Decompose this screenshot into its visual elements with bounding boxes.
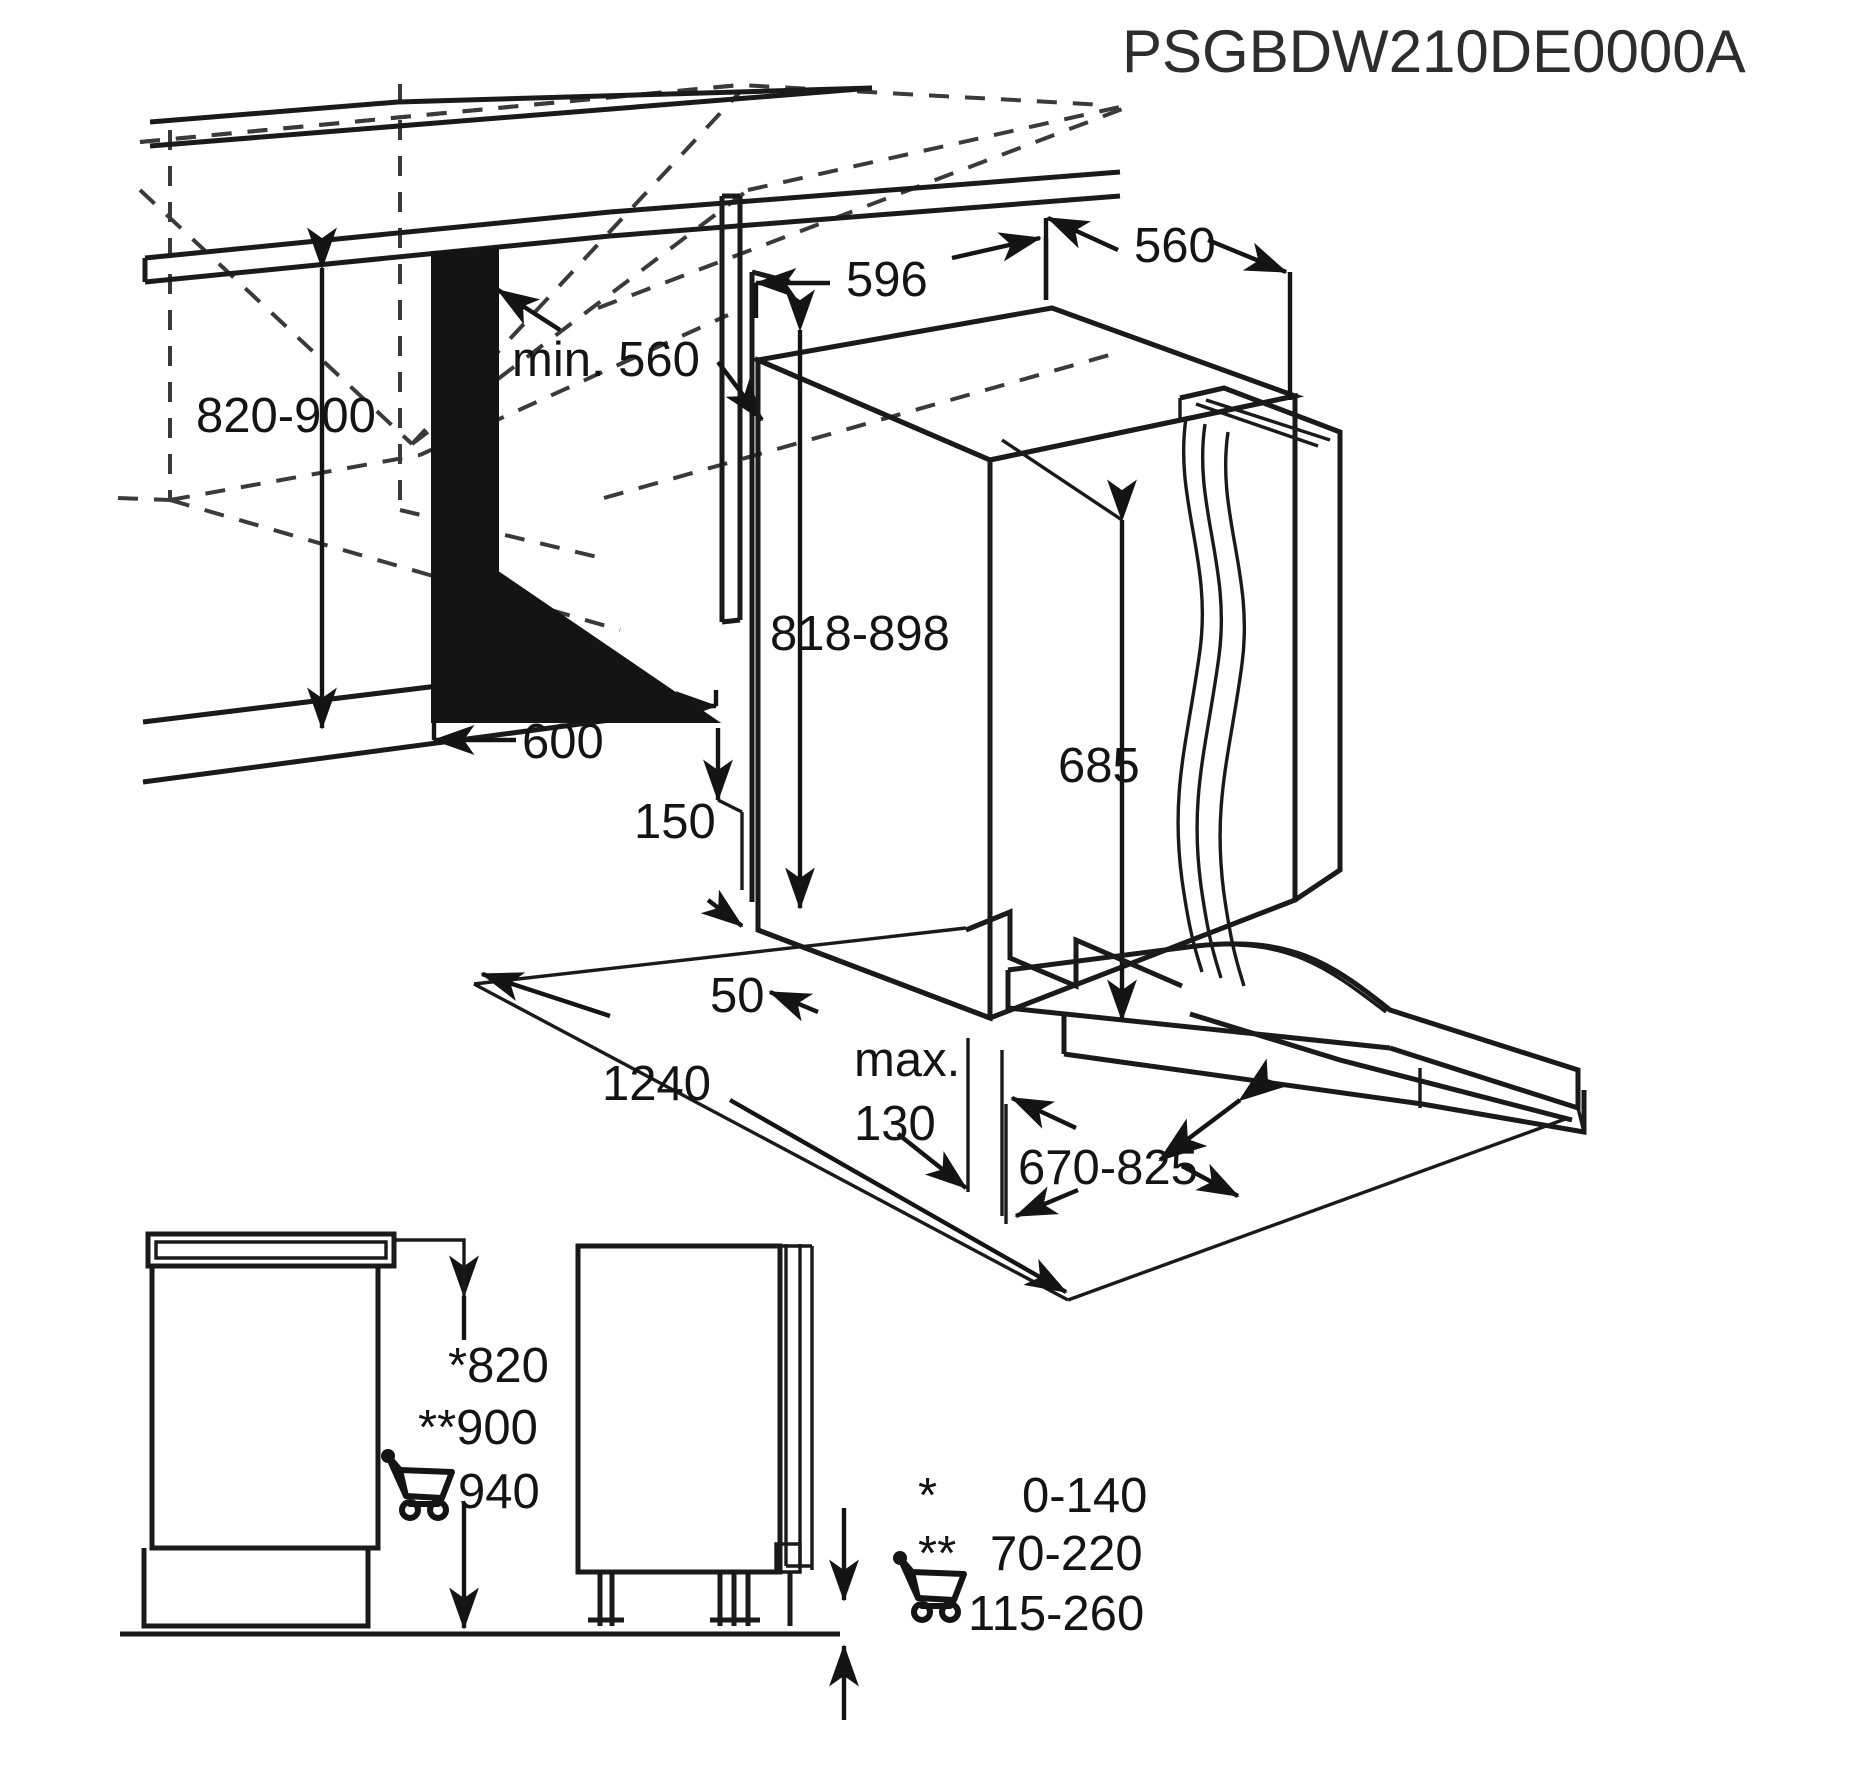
front-view-body (149, 1266, 381, 1551)
door-swing-outline (473, 926, 967, 986)
legend-group: * 0-140 ** 70-220 115-260 (893, 1469, 1147, 1641)
door-swing-double-arrow (1158, 1058, 1288, 1162)
dimension-niche-width: 600 (431, 690, 719, 769)
front-view-group (120, 1231, 840, 1637)
open-door-panel (1007, 941, 1581, 1112)
legend-value-2: 115-260 (968, 1587, 1144, 1641)
side-view-body (575, 1243, 783, 1575)
appliance-body-group (749, 305, 1343, 1022)
side-view-feet (597, 1572, 793, 1626)
page-title: PSGBDW210DE0000A (1122, 18, 1746, 85)
dimension-label-818-898: 818-898 (770, 607, 950, 661)
front-view-label-940: 940 (458, 1465, 540, 1519)
dimension-appliance-width: 596 (753, 232, 1049, 318)
niche-floor-wedge (431, 570, 722, 723)
niche-side-panel (431, 246, 499, 580)
dimension-label-150: 150 (634, 795, 716, 849)
dimension-door-open-range: 670-825 (1004, 1058, 1288, 1224)
dimension-label-max: max. (854, 1033, 960, 1087)
dimension-label-820-900: 820-900 (196, 389, 376, 443)
legend-marker-0: * (918, 1469, 937, 1523)
dimension-label-1240: 1240 (602, 1057, 711, 1111)
niche-front-edge (719, 193, 743, 625)
dimension-label-560: 560 (1134, 219, 1216, 273)
front-view-label-900: **900 (418, 1401, 538, 1455)
dimension-door-height: 685 (1001, 438, 1140, 1022)
front-view-plinth (141, 1548, 371, 1629)
appliance-base-line (757, 927, 991, 1021)
dimension-appliance-depth: 560 (1043, 215, 1293, 400)
door-lip (1063, 1051, 1587, 1135)
open-door-group (473, 908, 1587, 1302)
side-view-group (575, 1243, 814, 1626)
dimension-appliance-height: 818-898 (770, 289, 950, 910)
legend-value-0: 0-140 (1022, 1469, 1147, 1523)
legend-value-1: 70-220 (990, 1527, 1143, 1581)
dimension-door-open-depth: 1240 (480, 971, 1068, 1294)
appliance-top-face (749, 305, 1305, 463)
appliance-front-face (755, 356, 993, 1022)
dimension-niche-height: 820-900 (196, 227, 376, 730)
front-view-top-trim (145, 1231, 397, 1269)
legend-shopping-cart-icon (893, 1551, 967, 1623)
dimension-label-600: 600 (522, 715, 604, 769)
dimension-label-670-825: 670-825 (1018, 1141, 1198, 1195)
kitchen-niche-group (117, 82, 1126, 902)
dimension-hose-offset: 150 (634, 728, 744, 890)
dimension-plinth-max: max. 130 (854, 1033, 1004, 1216)
worktop (142, 85, 1121, 285)
appliance-side-face (989, 392, 1298, 1021)
water-hose-wavy-lines (1176, 417, 1247, 987)
dimension-label-min-560: min. 560 (512, 333, 700, 387)
dimension-plinth-recess: 50 (700, 889, 819, 1023)
dimension-label-130: 130 (854, 1097, 936, 1151)
door-hinge-bracket (965, 908, 1183, 990)
front-view-label-820: *820 (448, 1339, 549, 1393)
dimension-label-50: 50 (710, 969, 765, 1023)
dimension-front-view-heights: *820 **900 940 (381, 1238, 549, 1630)
shopping-cart-icon (381, 1449, 455, 1521)
dimension-label-596: 596 (846, 253, 928, 307)
niche-inner-depth-top (751, 269, 791, 285)
dimension-niche-depth-min: min. 560 (496, 288, 764, 422)
dimension-label-685: 685 (1058, 739, 1140, 793)
